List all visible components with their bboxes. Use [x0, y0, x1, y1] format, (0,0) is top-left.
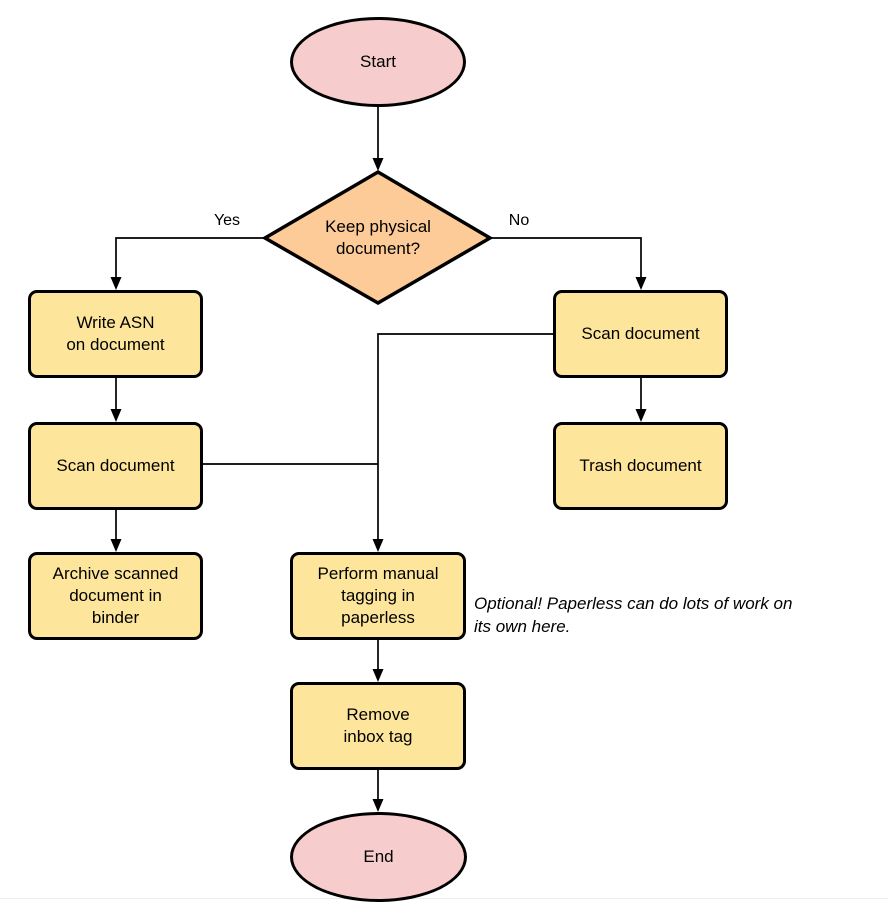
node-write-asn: Write ASN on document	[28, 290, 203, 378]
node-scan-document-left-label: Scan document	[56, 456, 175, 475]
node-end: End	[290, 812, 467, 902]
edge-no-branch	[490, 237, 642, 279]
node-scan-document-left: Scan document	[28, 422, 203, 510]
arrowhead-icon	[372, 669, 384, 682]
arrowhead-icon	[372, 539, 384, 552]
node-archive-binder: Archive scanned document in binder	[28, 552, 203, 640]
arrowhead-icon	[372, 799, 384, 812]
node-trash-document: Trash document	[553, 422, 728, 510]
arrowhead-icon	[110, 409, 122, 422]
arrowhead-icon	[110, 539, 122, 552]
node-start-label: Start	[360, 52, 396, 71]
edge-label-yes: Yes	[213, 212, 241, 229]
node-manual-tagging-label: Perform manual tagging in paperless	[317, 564, 439, 627]
optional-note: Optional! Paperless can do lots of work …	[474, 594, 793, 636]
node-scan-document-right-label: Scan document	[581, 324, 700, 343]
edge-scanright-tagging	[377, 333, 553, 540]
edge-label-no: No	[508, 212, 530, 229]
node-archive-binder-label: Archive scanned document in binder	[52, 564, 179, 627]
arrowhead-icon	[635, 277, 647, 290]
node-scan-document-right: Scan document	[553, 290, 728, 378]
node-decision-shape	[261, 169, 494, 306]
node-remove-inbox-tag: Remove inbox tag	[290, 682, 466, 770]
arrowhead-icon	[372, 158, 384, 171]
node-end-label: End	[363, 847, 394, 866]
node-write-asn-label: Write ASN on document	[66, 313, 165, 354]
arrowhead-icon	[110, 277, 122, 290]
node-manual-tagging: Perform manual tagging in paperless	[290, 552, 466, 640]
node-trash-document-label: Trash document	[579, 456, 702, 475]
edge-yes-branch	[115, 237, 265, 279]
node-start: Start	[290, 17, 466, 107]
arrowhead-icon	[635, 409, 647, 422]
node-remove-inbox-tag-label: Remove inbox tag	[343, 705, 413, 746]
node-decision-label: Keep physical document?	[325, 217, 431, 258]
